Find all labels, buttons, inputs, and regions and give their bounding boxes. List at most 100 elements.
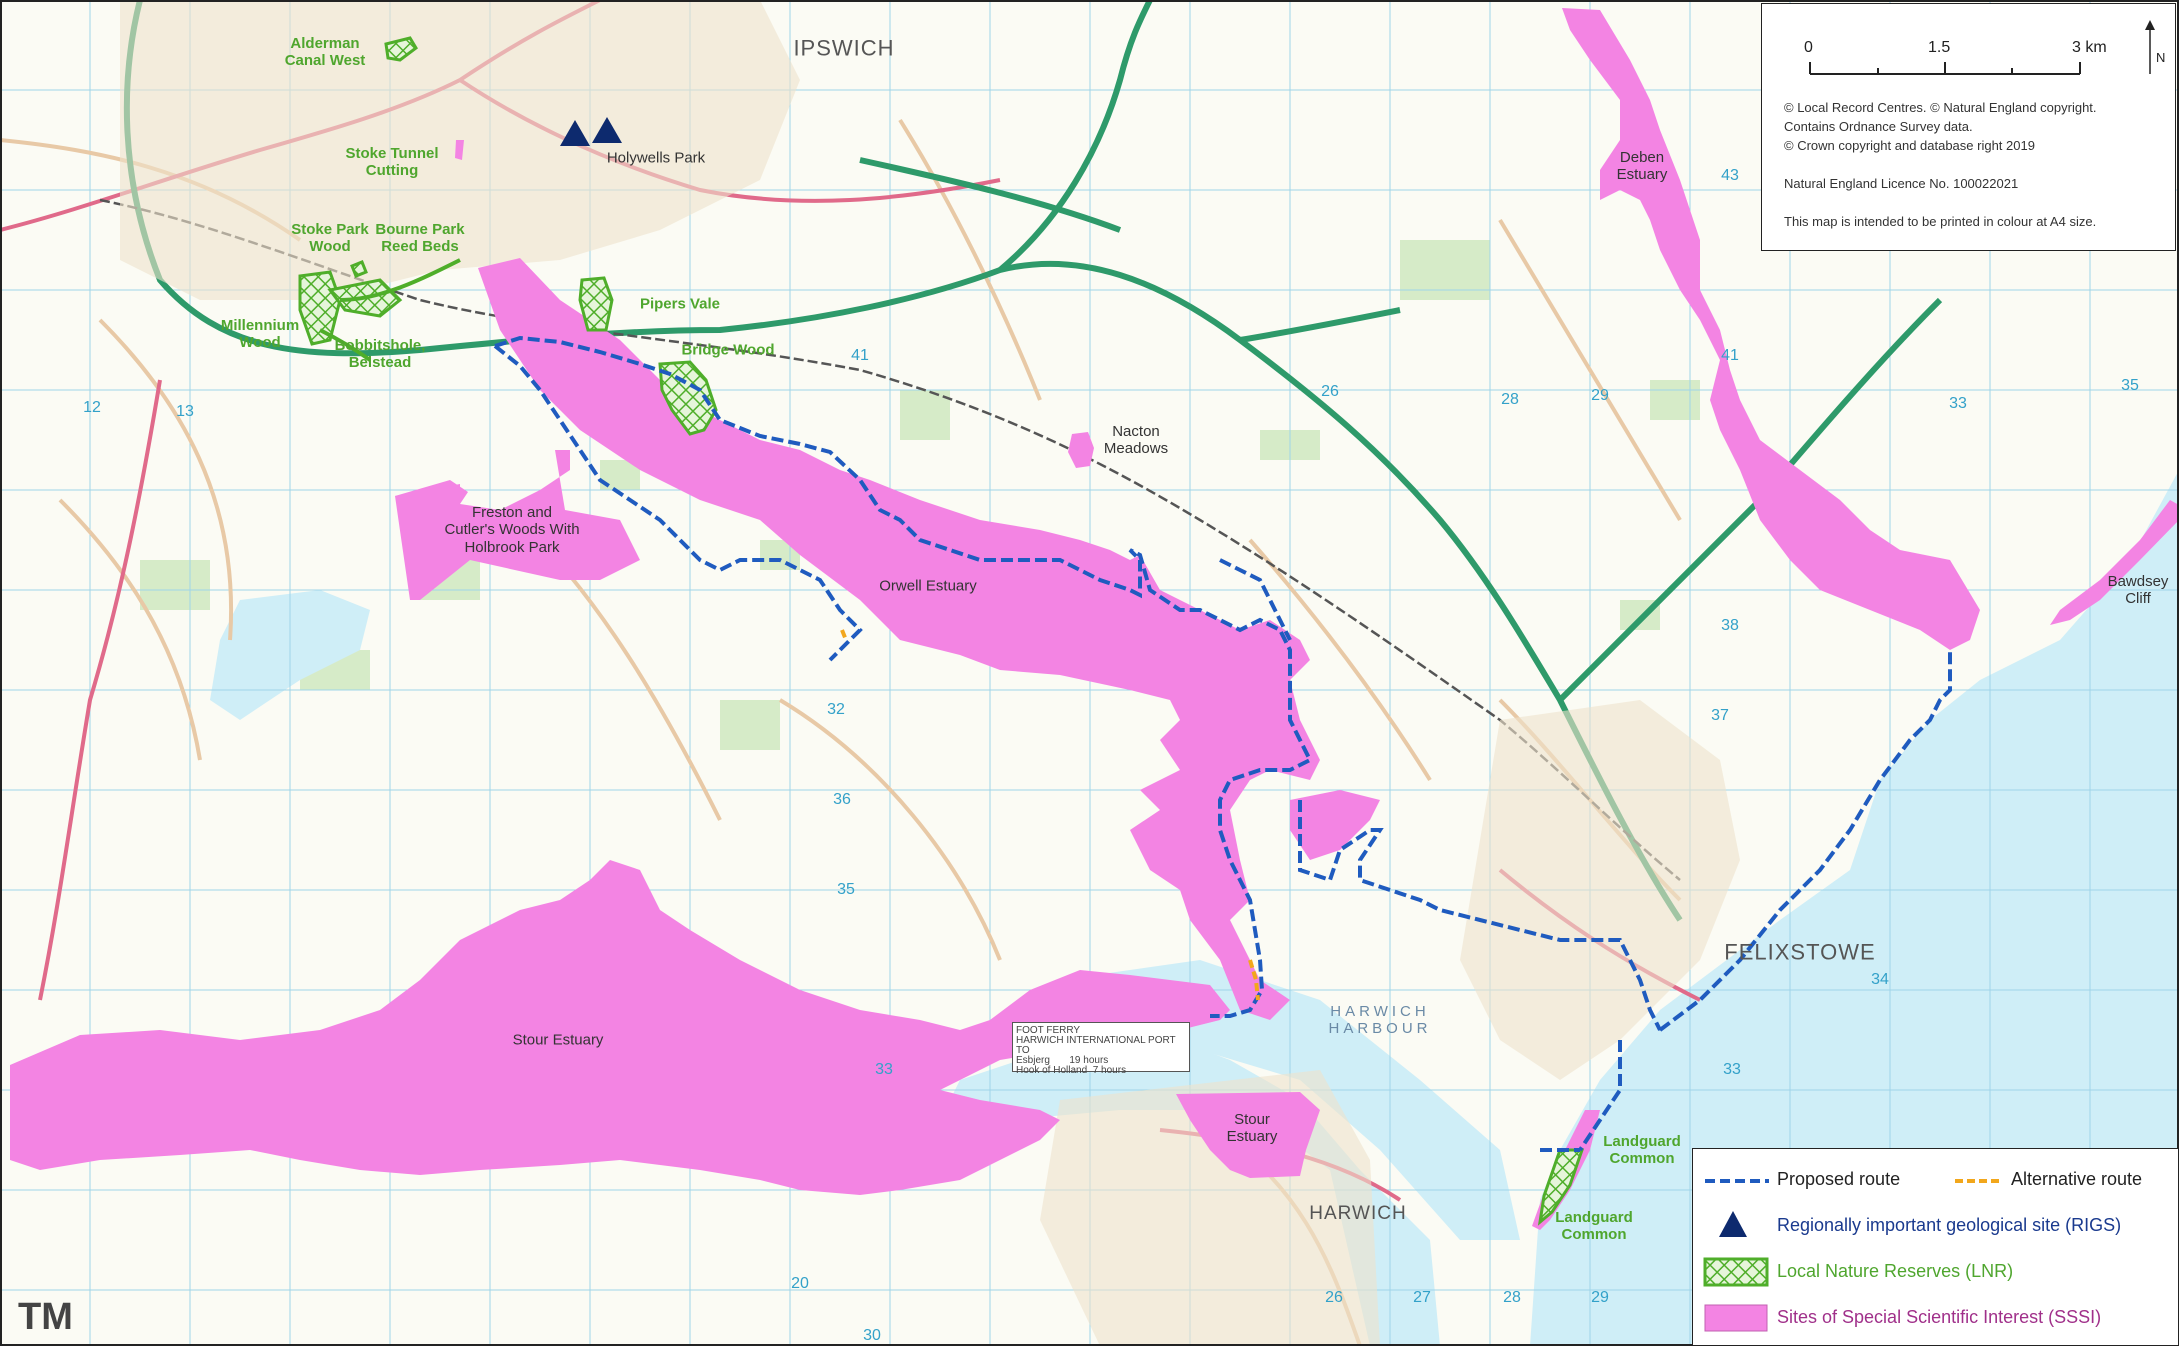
grid-label: 33 [1723, 1061, 1741, 1078]
legend-rigs-swatch [1719, 1211, 1747, 1237]
grid-label: 29 [1591, 1289, 1609, 1306]
label-bawdsey-cliff: Bawdsey Cliff [2107, 572, 2169, 607]
grid-label: 34 [1871, 971, 1889, 988]
label-stour-estuary-east: Stour Estuary [1226, 1110, 1278, 1145]
grid-label: 41 [1721, 347, 1739, 364]
print-note: This map is intended to be printed in co… [1784, 214, 2097, 229]
legend-lnr-swatch [1703, 1257, 1769, 1287]
grid-label: 30 [863, 1327, 881, 1344]
place-label-ipswich: IPSWICH [793, 35, 895, 61]
grid-label: 20 [791, 1275, 809, 1292]
legend-row-sssi: Sites of Special Scientific Interest (SS… [1693, 1299, 2179, 1339]
rigs-marker-2[interactable] [592, 117, 622, 143]
sssi-deben-estuary[interactable] [1562, 8, 1980, 650]
sssi-nacton-meadows[interactable] [1068, 432, 1094, 468]
label-freston-woods: Freston and Cutler's Woods With Holbrook… [444, 504, 580, 556]
grid-label: 29 [1591, 387, 1609, 404]
copyright-line-2: Contains Ordnance Survey data. [1784, 119, 1973, 134]
label-bridge-wood: Bridge Wood [681, 341, 775, 359]
lnr-bourne-park[interactable] [350, 260, 368, 278]
sea-area [950, 470, 2179, 1346]
info-panel: 0 1.5 3 km N © Local Record Centres. © N… [1761, 3, 2176, 251]
lnr-areas[interactable] [298, 36, 1585, 1226]
grid-label: 35 [2121, 377, 2139, 394]
minor-roads [0, 118, 1682, 1346]
grid-square-letters: TM [18, 1296, 73, 1338]
scale-label-0: 0 [1804, 39, 1813, 56]
grid-label: 28 [1503, 1289, 1521, 1306]
licence-text: Natural England Licence No. 100022021 [1784, 176, 2019, 191]
scale-label-1-5: 1.5 [1928, 39, 1951, 56]
rigs-marker-1[interactable] [560, 120, 590, 146]
grid-label: 36 [833, 791, 851, 808]
label-nacton-meadows: Nacton Meadows [1103, 422, 1169, 457]
legend-proposed-route-swatch [1705, 1179, 1769, 1183]
legend-row-rigs: Regionally important geological site (RI… [1693, 1207, 2179, 1247]
north-arrow-label: N [2156, 50, 2166, 65]
label-millennium-wood: Millennium Wood [220, 316, 300, 351]
legend: Proposed route Alternative route Regiona… [1692, 1148, 2179, 1346]
lnr-alderman-canal-west[interactable] [384, 36, 418, 62]
legend-row-lnr: Local Nature Reserves (LNR) [1693, 1253, 2179, 1293]
lnr-pipers-vale[interactable] [578, 276, 614, 332]
sssi-orwell-tributary[interactable] [1290, 790, 1380, 860]
legend-sssi-label: Sites of Special Scientific Interest (SS… [1777, 1307, 2102, 1327]
place-label-felixstowe: FELIXSTOWE [1724, 939, 1876, 965]
legend-rigs-label: Regionally important geological site (RI… [1777, 1215, 2122, 1235]
label-bourne-park-reed-beds: Bourne Park Reed Beds [375, 220, 465, 255]
felixstowe-urban [1460, 700, 1740, 1080]
legend-lnr-label: Local Nature Reserves (LNR) [1777, 1261, 2014, 1281]
alternative-route[interactable] [840, 629, 1260, 1001]
grid-label: 12 [83, 399, 101, 416]
sssi-bawdsey-cliff[interactable] [2050, 500, 2179, 625]
sssi-freston-west[interactable] [395, 484, 460, 600]
grid-label: 35 [837, 881, 855, 898]
scale-label-3km: 3 km [2072, 39, 2107, 56]
label-stoke-tunnel-cutting: Stoke Tunnel Cutting [345, 144, 439, 179]
grid-label: 13 [176, 403, 194, 420]
grid-label: 38 [1721, 617, 1739, 634]
grid-label: 32 [827, 701, 845, 718]
grid-label: 41 [851, 347, 869, 364]
label-orwell-estuary: Orwell Estuary [879, 577, 977, 595]
lnr-bridge-wood[interactable] [658, 360, 718, 436]
legend-alternative-route-label: Alternative route [2011, 1169, 2143, 1189]
grid-label: 27 [1413, 1289, 1431, 1306]
sssi-stoke-tunnel[interactable] [455, 140, 464, 160]
label-stour-estuary: Stour Estuary [512, 1031, 604, 1049]
label-landguard-common-sssi: Landguard Common [1555, 1208, 1633, 1243]
sssi-stour-estuary-east[interactable] [1176, 1092, 1320, 1178]
proposed-route[interactable] [494, 335, 1952, 1152]
label-bobbitshole-belstead: Bobbitshole, Belstead [334, 336, 426, 371]
copyright-line-1: © Local Record Centres. © Natural Englan… [1784, 100, 2097, 115]
label-landguard-common-lnr: Landguard Common [1603, 1132, 1681, 1167]
grid-label: 33 [1949, 395, 1967, 412]
grid-label: 26 [1321, 383, 1339, 400]
label-pipers-vale: Pipers Vale [639, 295, 721, 313]
label-alderman-canal-west: Alderman Canal West [284, 34, 366, 69]
grid-label: 26 [1325, 1289, 1343, 1306]
copyright-line-3: © Crown copyright and database right 201… [1784, 138, 2035, 153]
place-label-harwich-harbour: HARWICH HARBOUR [1328, 1002, 1432, 1037]
grid-label: 28 [1501, 391, 1519, 408]
rigs-markers[interactable] [560, 117, 622, 146]
legend-row-routes: Proposed route Alternative route [1693, 1161, 2179, 1201]
grid-label: 37 [1711, 707, 1729, 724]
legend-sssi-swatch [1704, 1304, 1768, 1332]
legend-alternative-route-swatch [1955, 1179, 1999, 1183]
place-label-harwich: HARWICH [1309, 1203, 1407, 1225]
proposed-route-west[interactable] [493, 344, 1292, 662]
sssi-areas[interactable] [10, 8, 2179, 1230]
grid-label: 43 [1721, 167, 1739, 184]
sssi-orwell-estuary[interactable] [478, 258, 1320, 1020]
label-stoke-park-wood: Stoke Park Wood [291, 220, 369, 255]
legend-proposed-route-label: Proposed route [1777, 1169, 1901, 1189]
label-holywells-park: Holywells Park [606, 149, 706, 167]
label-deben-estuary: Deben Estuary [1616, 148, 1668, 183]
sssi-stour-estuary[interactable] [10, 860, 1230, 1195]
grid-label: 33 [875, 1061, 893, 1078]
scale-bar [1809, 20, 2155, 75]
lnr-links [319, 258, 461, 362]
